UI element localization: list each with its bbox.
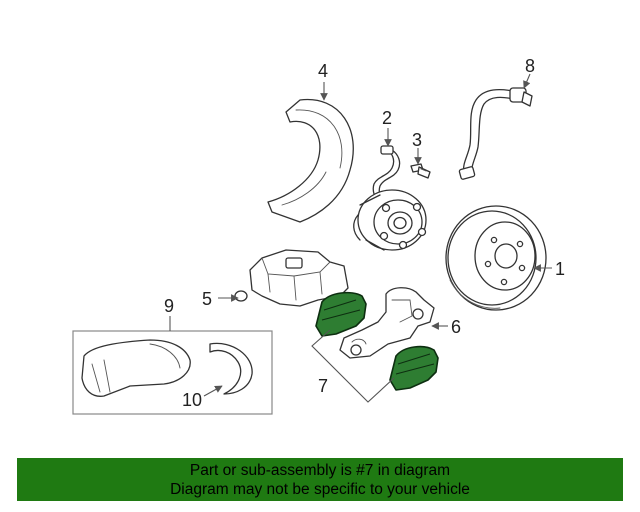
callout-9: 9 [164, 296, 174, 316]
notice-banner: Part or sub-assembly is #7 in diagram Di… [17, 458, 623, 501]
callout-5: 5 [202, 289, 212, 309]
brake-pad-lower[interactable] [389, 345, 439, 391]
callout-3: 3 [412, 130, 422, 150]
callout-4: 4 [318, 61, 328, 81]
callout-10: 10 [182, 390, 202, 410]
caliper-bracket [339, 287, 435, 359]
callout-6: 6 [451, 317, 461, 337]
bolt [410, 163, 431, 179]
brake-rotor [445, 205, 547, 311]
brake-caliper [234, 249, 349, 307]
callout-1: 1 [555, 259, 565, 279]
callout-2: 2 [382, 108, 392, 128]
notice-line-1: Part or sub-assembly is #7 in diagram [189, 462, 451, 479]
dust-shield [267, 98, 354, 223]
callout-7-bracket [311, 329, 395, 403]
brake-hose [458, 87, 533, 180]
brake-pad-upper[interactable] [315, 291, 367, 337]
callout-7: 7 [318, 376, 328, 396]
callout-8: 8 [525, 56, 535, 76]
kit-box [72, 330, 273, 415]
notice-line-2: Diagram may not be specific to your vehi… [170, 481, 470, 498]
hub-bearing [353, 189, 427, 251]
